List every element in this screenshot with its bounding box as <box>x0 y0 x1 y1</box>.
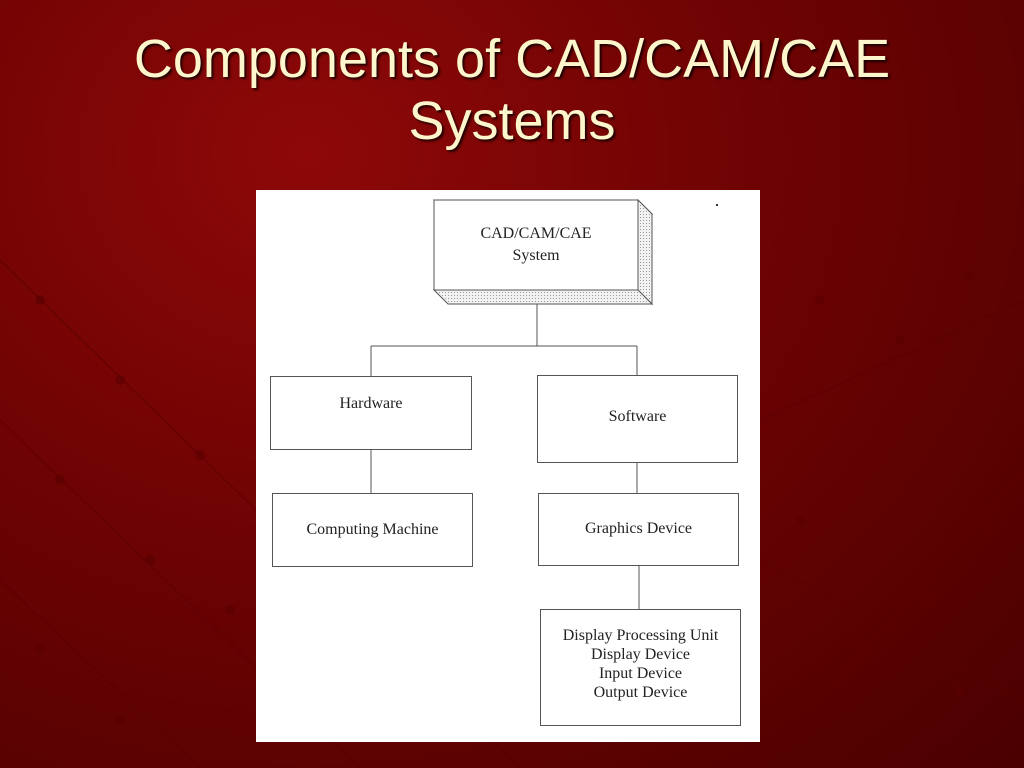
root-box-bottom-face <box>432 289 654 305</box>
computing-machine-node: Computing Machine <box>272 493 473 567</box>
scan-speck <box>716 204 718 206</box>
graphics-components-node: Display Processing Unit Display Device I… <box>540 609 741 726</box>
slide-title-line-1: Components of CAD/CAM/CAE <box>133 29 891 89</box>
graphics-component-item: Display Device <box>590 645 691 663</box>
graphics-device-node: Graphics Device <box>538 493 739 566</box>
diagram-panel: CAD/CAM/CAE System Hardware Software Com… <box>256 190 760 742</box>
diagram-connectors <box>370 198 654 609</box>
slide-title: Components of CAD/CAM/CAE Systems <box>0 28 1024 152</box>
hardware-node: Hardware <box>270 376 472 450</box>
root-node-line-1: CAD/CAM/CAE <box>480 225 592 242</box>
slide-title-line-2: Systems <box>408 91 616 151</box>
graphics-component-item: Output Device <box>593 683 688 701</box>
graphics-component-item: Display Processing Unit <box>562 626 719 644</box>
root-box-front-face <box>433 199 639 291</box>
software-node: Software <box>537 375 738 463</box>
root-node-line-2: System <box>512 247 560 264</box>
graphics-component-item: Input Device <box>598 664 683 682</box>
root-node: CAD/CAM/CAE System <box>434 200 638 290</box>
root-box-side-face <box>637 198 653 306</box>
